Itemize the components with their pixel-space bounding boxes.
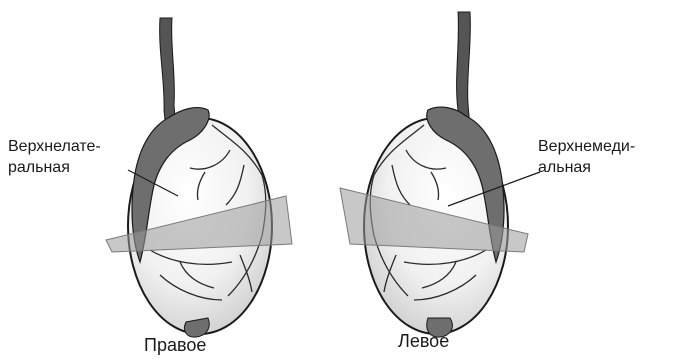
left-label-line2: альная	[538, 158, 591, 177]
left-testis	[340, 12, 540, 337]
right-label-line2: ральная	[8, 158, 70, 177]
left-label-line1: Верхнемеди-	[538, 137, 635, 156]
left-spermatic-cord	[457, 12, 471, 128]
right-caption: Правое	[144, 334, 206, 356]
right-testis	[106, 18, 292, 337]
right-spermatic-cord	[160, 18, 176, 130]
left-caption: Левое	[398, 330, 449, 352]
right-label-line1: Верхнелате-	[8, 137, 101, 156]
